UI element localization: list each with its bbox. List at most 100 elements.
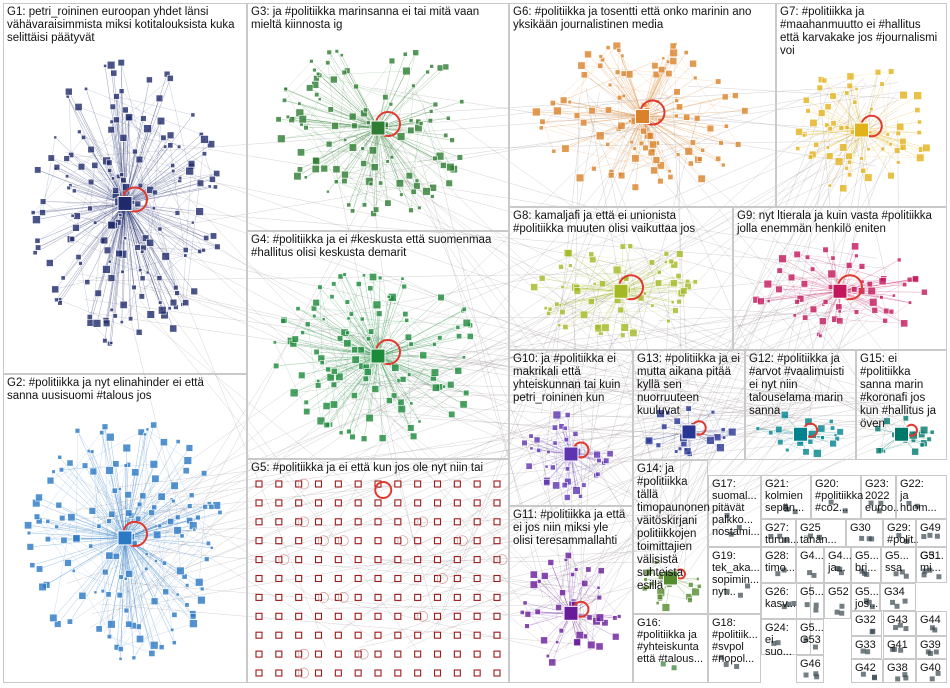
node (868, 298, 878, 307)
node (696, 583, 702, 589)
edge (333, 283, 445, 387)
node (149, 460, 159, 469)
node (605, 45, 611, 50)
cross-edge (314, 341, 791, 410)
node (683, 113, 691, 121)
self-loop (298, 667, 310, 679)
node (718, 140, 724, 146)
node (865, 649, 871, 655)
node (163, 144, 168, 149)
node (386, 294, 391, 299)
edge (62, 190, 116, 279)
cross-edge (326, 397, 684, 597)
node (171, 640, 177, 646)
node (319, 360, 325, 366)
node (934, 533, 940, 539)
node (311, 164, 320, 173)
node (852, 99, 858, 105)
node (34, 237, 41, 244)
cross-edge (616, 309, 916, 434)
node (695, 577, 700, 581)
node (838, 125, 845, 131)
node (185, 166, 194, 176)
cross-edge (77, 273, 627, 282)
group-box-g43 (883, 611, 916, 636)
node (907, 300, 912, 305)
edge (124, 478, 156, 539)
node (418, 121, 424, 126)
node (49, 613, 58, 622)
cross-edge (351, 389, 669, 400)
node (367, 285, 374, 292)
node (463, 389, 470, 397)
edge (36, 203, 126, 220)
node (377, 275, 383, 281)
edge (576, 115, 661, 166)
edge (626, 278, 682, 294)
node (473, 574, 481, 583)
edge (307, 324, 345, 333)
node (88, 543, 94, 549)
node (616, 47, 622, 53)
node (669, 57, 678, 65)
edge (104, 426, 126, 538)
node (204, 556, 210, 562)
node (107, 620, 116, 629)
cross-edge (81, 294, 667, 532)
cross-edge (75, 424, 558, 511)
edge (839, 291, 887, 312)
node (826, 152, 834, 160)
node (919, 425, 929, 435)
node (813, 449, 822, 458)
node (669, 48, 678, 58)
node (298, 115, 307, 124)
group-box-g28 (761, 547, 796, 583)
node (255, 556, 263, 564)
node (156, 116, 166, 126)
node (195, 578, 204, 587)
node (160, 438, 168, 447)
node (560, 285, 565, 289)
cross-edge (683, 398, 898, 424)
node (394, 612, 402, 620)
edge (377, 127, 412, 211)
node (814, 674, 820, 680)
node (255, 518, 263, 526)
node (677, 446, 683, 451)
node (109, 119, 114, 124)
node (46, 259, 54, 267)
edge (642, 96, 726, 117)
node (296, 166, 303, 173)
edge (347, 70, 379, 129)
cross-edge (679, 152, 682, 537)
group-label-g24: G24: ei suo... (765, 622, 792, 655)
edge (124, 203, 131, 319)
node (539, 118, 546, 125)
edge (620, 253, 667, 292)
node (309, 59, 314, 64)
node (617, 171, 626, 180)
edge (861, 129, 920, 133)
node (665, 70, 673, 78)
node (112, 187, 120, 194)
cross-edge (114, 292, 542, 643)
cross-edge (685, 277, 885, 577)
node (402, 311, 409, 318)
node (385, 159, 390, 164)
node (34, 166, 42, 174)
self-loop (357, 648, 369, 660)
group-box-g5a (796, 583, 824, 619)
group-label-g15: G15: ei #politiikka sanna marin #koronaf… (860, 353, 937, 430)
node (687, 160, 694, 167)
edge (70, 203, 126, 240)
node (896, 122, 905, 131)
edge (111, 78, 171, 130)
edge (124, 203, 163, 311)
node (315, 71, 321, 77)
edge (89, 165, 96, 209)
group-box-g5d (916, 547, 947, 583)
node (895, 130, 901, 137)
node (650, 166, 659, 175)
edge (75, 203, 126, 229)
group-label-g17: G17: suomal... pitävät palkko... nostami… (712, 478, 760, 538)
